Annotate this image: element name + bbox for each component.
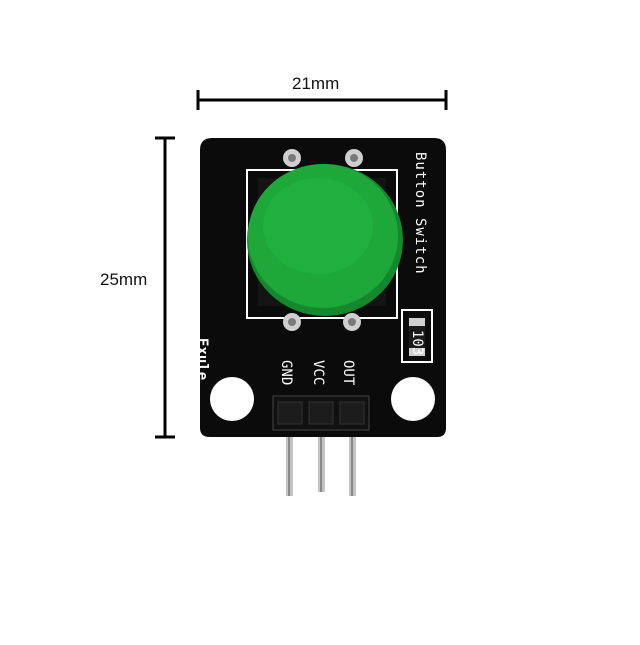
solder-pads-top	[283, 149, 363, 167]
width-dimension-line	[196, 90, 448, 110]
resistor-marking: 103	[409, 330, 425, 355]
pin-label-vcc: VCC	[310, 360, 326, 385]
green-button-cap	[247, 164, 403, 316]
solder-pads-bottom	[283, 313, 361, 331]
pin-label-gnd: GND	[278, 360, 294, 385]
height-dimension-line	[155, 136, 175, 439]
smd-resistor: 103	[401, 309, 433, 363]
pin-label-out: OUT	[340, 360, 356, 386]
mounting-hole-left	[210, 377, 254, 421]
height-dimension-label: 25mm	[100, 270, 148, 289]
brand-silkscreen: Exule	[194, 338, 210, 380]
mounting-hole-right	[391, 377, 435, 421]
width-dimension-label: 21mm	[292, 74, 340, 93]
board-title-silkscreen: Button Switch	[412, 152, 428, 275]
header-pins	[286, 412, 356, 496]
